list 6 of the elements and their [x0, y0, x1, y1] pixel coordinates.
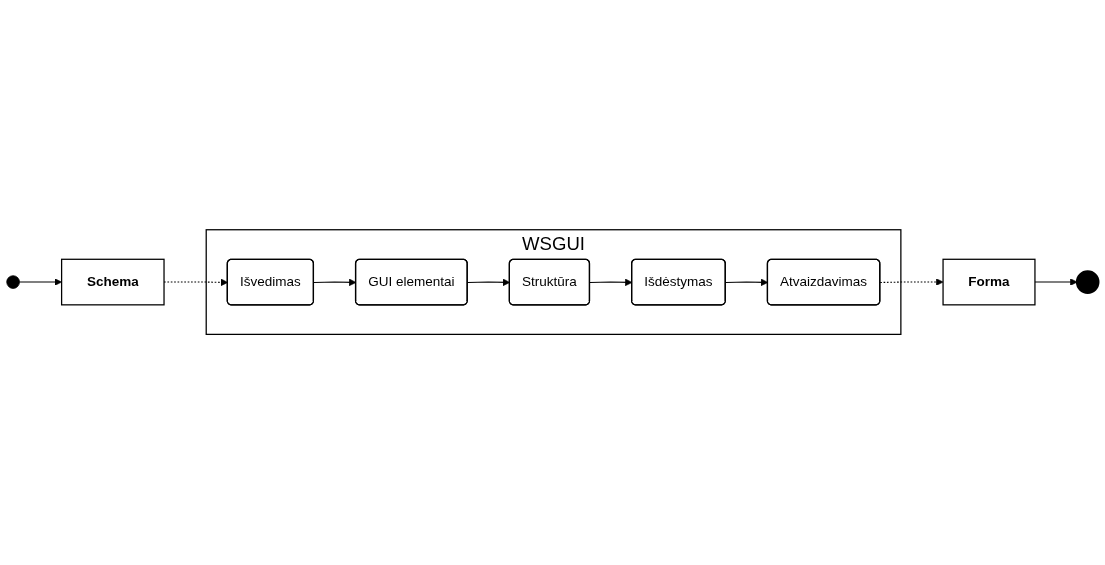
node-box: Forma [942, 259, 1036, 306]
node-box: Schema [61, 259, 165, 306]
arrow [18, 278, 62, 287]
node-circle [6, 275, 20, 290]
arrow [1034, 278, 1078, 287]
node-circle [1075, 270, 1100, 295]
